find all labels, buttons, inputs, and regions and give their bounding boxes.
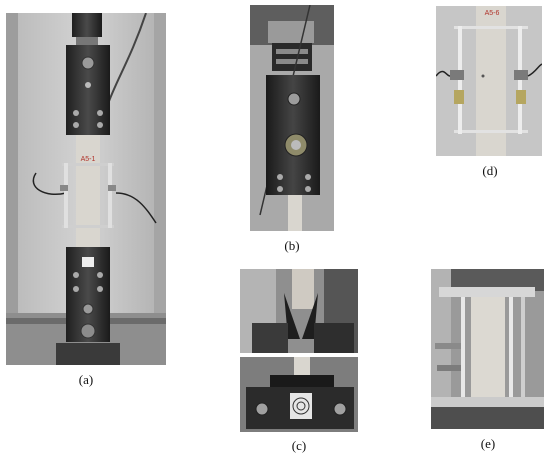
extensometer-closeup-photo: A5-6 (436, 6, 542, 156)
specimen-in-frame-photo (431, 269, 544, 429)
photo-panel-c (240, 269, 358, 432)
photo-panel-b (250, 5, 334, 231)
photo-panel-a: A5-1 (6, 13, 166, 365)
caption-c: (c) (291, 438, 307, 453)
specimen-label-d: A5-6 (485, 10, 500, 17)
caption-a: (a) (78, 372, 94, 387)
upper-grip-closeup-photo (250, 5, 334, 231)
caption-d: (d) (482, 163, 498, 178)
photo-panel-e (431, 269, 544, 429)
tensile-test-setup-photo: A5-1 (6, 13, 166, 365)
anchorage-closeup-photo (240, 269, 358, 432)
specimen-label-a: A5-1 (81, 156, 96, 163)
caption-b: (b) (284, 238, 300, 253)
caption-e: (e) (480, 436, 496, 451)
photo-panel-d: A5-6 (436, 6, 542, 156)
